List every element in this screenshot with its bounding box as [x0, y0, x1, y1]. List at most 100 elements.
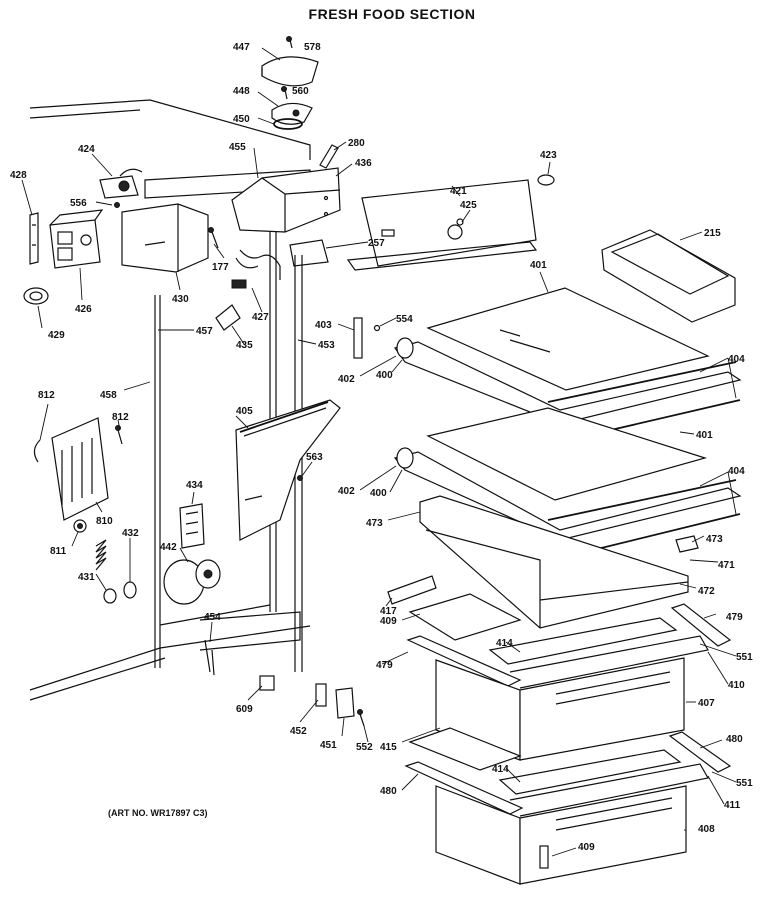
- label-556: 556: [70, 198, 87, 209]
- label-473b: 473: [706, 534, 723, 545]
- label-410: 410: [728, 680, 745, 691]
- label-177: 177: [212, 262, 229, 273]
- label-812b: 812: [112, 412, 129, 423]
- label-551b: 551: [736, 778, 753, 789]
- screw-563: [297, 475, 303, 481]
- label-450: 450: [233, 114, 250, 125]
- rail-404b: [547, 479, 741, 553]
- door-bin-215: [601, 229, 736, 323]
- hinge-451: [335, 687, 355, 719]
- upper-shelf-401: [394, 287, 742, 425]
- glass-insert-415: [408, 727, 522, 771]
- label-457: 457: [196, 326, 213, 337]
- label-409a: 409: [380, 616, 397, 627]
- label-402b: 402: [338, 486, 355, 497]
- label-609: 609: [236, 704, 253, 715]
- label-405: 405: [236, 406, 253, 417]
- slide-479a: [670, 603, 732, 647]
- label-454: 454: [204, 612, 221, 623]
- label-473a: 473: [366, 518, 383, 529]
- label-435: 435: [236, 340, 253, 351]
- label-401b: 401: [696, 430, 713, 441]
- cover-430: [121, 203, 209, 273]
- air-duct-405: [235, 399, 341, 541]
- art-number: (ART NO. WR17897 C3): [108, 808, 208, 818]
- label-554: 554: [396, 314, 413, 325]
- label-280: 280: [348, 138, 365, 149]
- label-811: 811: [50, 546, 67, 557]
- label-408: 408: [698, 824, 715, 835]
- crisper-cover-472: [419, 495, 689, 629]
- label-452: 452: [290, 726, 307, 737]
- screw-556: [114, 202, 120, 208]
- leader-lines: [21, 47, 737, 857]
- label-479a: 479: [726, 612, 743, 623]
- lower-shelf-401: [393, 407, 742, 541]
- label-563: 563: [306, 452, 323, 463]
- screw-578: [286, 36, 293, 49]
- label-409b: 409: [578, 842, 595, 853]
- label-421: 421: [450, 186, 467, 197]
- label-471: 471: [718, 560, 735, 571]
- knob-425: [447, 224, 463, 240]
- knob-431: [103, 581, 137, 604]
- pan-frame-414b: [498, 749, 682, 795]
- slide-479b: [406, 635, 522, 687]
- diagram-title: FRESH FOOD SECTION: [308, 6, 476, 22]
- label-812a: 812: [38, 390, 55, 401]
- label-400a: 400: [376, 370, 393, 381]
- screw-177: [208, 227, 219, 249]
- label-480b: 480: [380, 786, 397, 797]
- label-560: 560: [292, 86, 309, 97]
- pan-rim-410: [509, 635, 709, 689]
- label-417: 417: [380, 606, 397, 617]
- label-257: 257: [368, 238, 385, 249]
- grommet-811: [73, 519, 87, 533]
- label-552: 552: [356, 742, 373, 753]
- label-414a: 414: [496, 638, 513, 649]
- thermostat-424: [99, 168, 143, 199]
- label-434: 434: [186, 480, 203, 491]
- bracket-403: [353, 317, 363, 359]
- label-810: 810: [96, 516, 113, 527]
- rod-417: [387, 575, 437, 605]
- label-453: 453: [318, 340, 335, 351]
- top-cover-447: [261, 56, 319, 87]
- label-401a: 401: [530, 260, 547, 271]
- label-414b: 414: [492, 764, 509, 775]
- label-578: 578: [304, 42, 321, 53]
- part-labels: 447 578 448 560 450 280 455 436 424 428 …: [10, 42, 753, 853]
- label-404b: 404: [728, 466, 745, 477]
- pan-rim-411: [509, 763, 709, 817]
- label-442: 442: [160, 542, 177, 553]
- label-480a: 480: [726, 734, 743, 745]
- label-479b: 479: [376, 660, 393, 671]
- label-430: 430: [172, 294, 189, 305]
- shelf-frame-400b: [396, 447, 414, 469]
- clip-471: [675, 535, 699, 553]
- tube-280: [319, 144, 339, 169]
- crisper-pan-408: [435, 785, 687, 885]
- label-472: 472: [698, 586, 715, 597]
- wire-harness-427: [231, 249, 281, 289]
- label-429: 429: [48, 330, 65, 341]
- label-455: 455: [229, 142, 246, 153]
- label-428: 428: [10, 170, 27, 181]
- label-432: 432: [122, 528, 139, 539]
- screw-552: [357, 709, 365, 727]
- connector-609: [259, 675, 275, 691]
- label-458: 458: [100, 390, 117, 401]
- screw-560: [281, 86, 288, 100]
- label-425: 425: [460, 200, 477, 211]
- label-415: 415: [380, 742, 397, 753]
- control-housing-436: [231, 167, 341, 233]
- slide-480b: [404, 761, 524, 815]
- label-215: 215: [704, 228, 721, 239]
- fan-motor-442: [163, 559, 221, 605]
- label-404a: 404: [728, 354, 745, 365]
- screw-812b: [115, 425, 123, 445]
- label-447: 447: [233, 42, 250, 53]
- label-431: 431: [78, 572, 95, 583]
- label-436: 436: [355, 158, 372, 169]
